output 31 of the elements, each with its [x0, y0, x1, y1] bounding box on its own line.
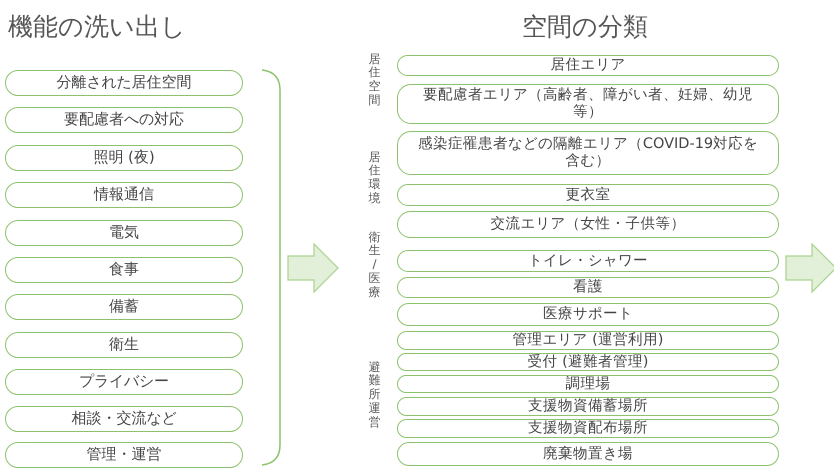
label-pill: トイレ・シャワー [397, 250, 779, 272]
label-pill: 支援物資配布場所 [397, 419, 779, 438]
label-pill: 分離された居住空間 [5, 70, 243, 96]
label-pill: 居住エリア [397, 55, 779, 76]
label-pill: 情報通信 [5, 182, 243, 208]
label-pill: 備蓄 [5, 294, 243, 320]
label-pill: 電気 [5, 220, 243, 246]
label-pill: 管理エリア (運営利用) [397, 331, 779, 350]
heading: 空間の分類 [522, 11, 648, 43]
label-pill: 更衣室 [397, 184, 779, 206]
label-pill: 看護 [397, 277, 779, 298]
label-pill: 支援物資備蓄場所 [397, 397, 779, 416]
label-pill: 受付 (避難者管理) [397, 353, 779, 371]
label-pill: 要配慮者エリア（高齢者、障がい者、妊婦、幼児等） [397, 84, 779, 124]
heading: 機能の洗い出し [8, 11, 186, 43]
label-pill: 管理・運営 [5, 442, 243, 468]
group-label: 居住空間 [368, 52, 381, 108]
label-pill: 要配慮者への対応 [5, 107, 243, 133]
group-label: 避難所運営 [368, 360, 381, 430]
group-label: 居住環境 [368, 150, 381, 206]
label-pill: 医療サポート [397, 303, 779, 326]
label-pill: 食事 [5, 257, 243, 283]
group-label: 衛生/医療 [368, 230, 381, 300]
label-pill: 衛生 [5, 332, 243, 358]
label-pill: 照明 (夜) [5, 145, 243, 171]
label-pill: 感染症罹患者などの隔離エリア（COVID-19対応を含む） [397, 131, 779, 175]
label-pill: プライバシー [5, 369, 243, 395]
label-pill: 交流エリア（女性・子供等） [397, 211, 779, 238]
label-pill: 相談・交流など [5, 406, 243, 432]
label-pill: 調理場 [397, 375, 779, 393]
label-pill: 廃棄物置き場 [397, 442, 779, 466]
